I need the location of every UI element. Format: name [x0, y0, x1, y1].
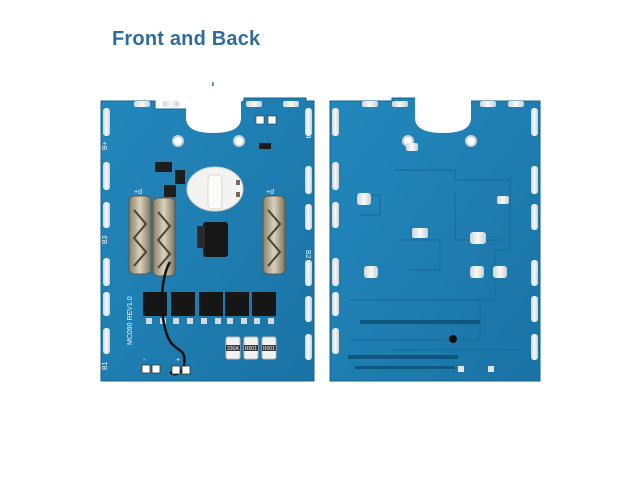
front-battery-tab-right [262, 195, 286, 275]
front-led [259, 143, 271, 149]
front-bottom-pad-1 [141, 364, 151, 374]
label-b1: B1 [102, 361, 109, 370]
front-top-tab-right [246, 101, 262, 107]
front-top-notch [186, 86, 241, 133]
front-mount-hole-left [172, 135, 184, 147]
front-board: 330A R001 R001 B+ B4 B3 B2 B1 B- MC090 R… [100, 81, 315, 382]
back-via-grid [348, 320, 480, 369]
back-top-notch [415, 86, 471, 133]
label-plus: + [176, 357, 180, 364]
back-mount-hole-right [465, 135, 477, 147]
label-b4: B4 [304, 130, 311, 139]
label-model: MC090 REV1.0 [127, 296, 134, 345]
front-bottom-pad-4 [181, 365, 191, 375]
front-battery-tab-left [128, 195, 176, 277]
front-resistor-code-3: R001 [263, 346, 275, 352]
front-left-edge-pads [103, 108, 110, 354]
back-left-edge-pads [332, 108, 339, 354]
label-cap-plus-left: +d [134, 189, 142, 196]
label-cap-plus-right: +d [266, 189, 274, 196]
front-top-tab-far-left [134, 101, 150, 107]
label-b-minus: B- [304, 340, 311, 348]
front-bottom-pad-2 [151, 364, 161, 374]
page-title: Front and Back [112, 28, 261, 50]
back-right-edge-pads [531, 108, 538, 360]
front-resistor-code-1: 330A [227, 346, 239, 352]
front-bottom-pad-3 [171, 365, 181, 375]
front-top-tab-far-right [283, 101, 299, 107]
front-ic-u3 [175, 170, 185, 184]
front-shunt-resistors [225, 336, 277, 360]
label-minus: - [143, 357, 146, 364]
label-b2: B2 [304, 250, 311, 259]
front-right-edge-pads [305, 108, 312, 360]
front-resistor-code-2: R001 [245, 346, 257, 352]
label-b3: B3 [102, 235, 109, 244]
label-b-plus: B+ [102, 141, 109, 150]
front-small-pad-1 [255, 115, 265, 125]
front-small-pad-2 [267, 115, 277, 125]
back-board [329, 86, 541, 382]
back-silver-pads [357, 143, 509, 278]
front-top-tab-left [163, 101, 179, 107]
front-ic-u2 [164, 185, 176, 197]
front-mount-hole-right [233, 135, 245, 147]
back-test-point [449, 335, 457, 343]
front-inductor [203, 222, 228, 257]
front-connector-body [207, 174, 223, 210]
front-ic-u1 [155, 162, 172, 172]
